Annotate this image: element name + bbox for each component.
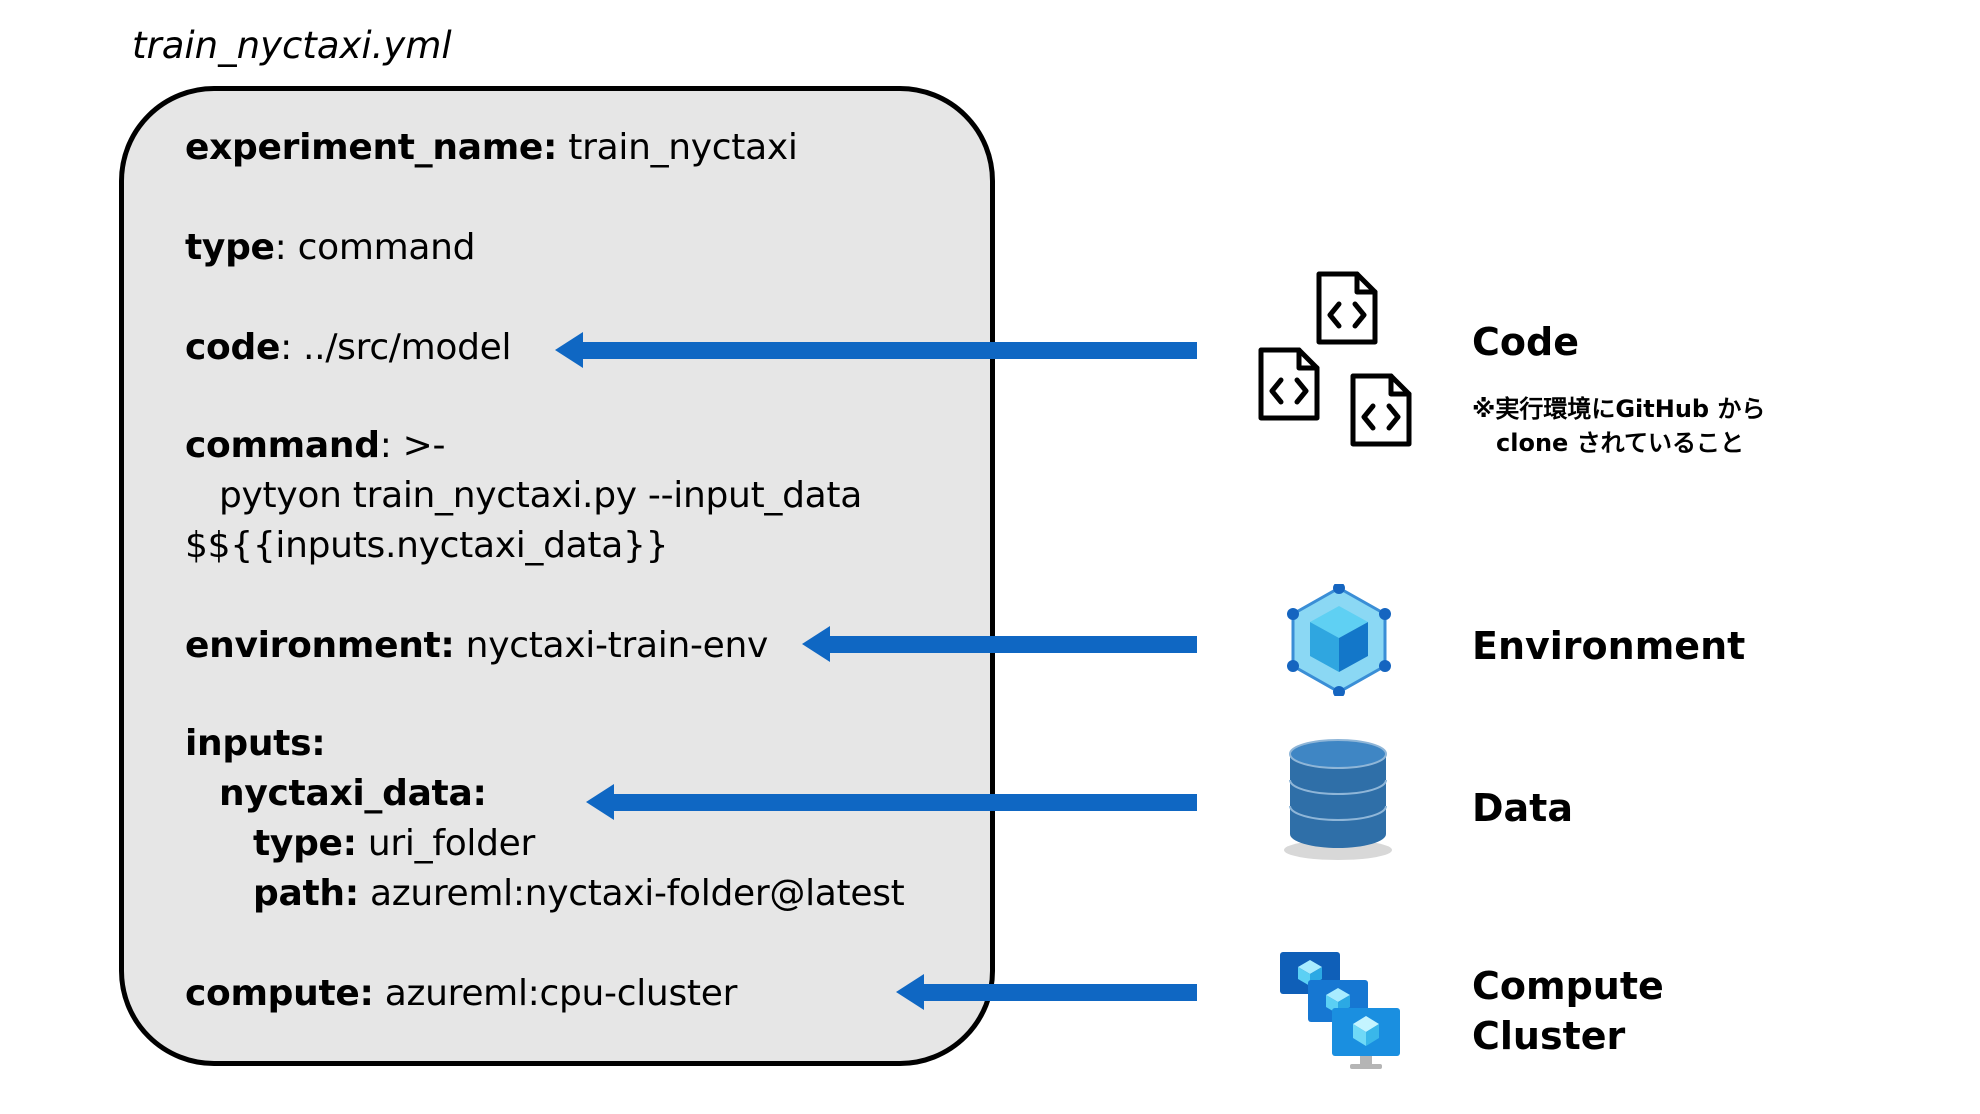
yaml-key: inputs: [185,723,326,764]
code-note-line2: clone されていること [1496,429,1744,457]
yaml-line-input-path: path: azureml:nyctaxi-folder@latest [253,872,905,916]
yaml-value: uri_folder [356,823,536,864]
data-arrow [586,784,1197,820]
file-name-title: train_nyctaxi.yml [132,24,452,67]
yaml-value: : ../src/model [280,327,512,368]
compute-label-line2: Cluster [1472,1014,1626,1058]
yaml-key: nyctaxi_data: [219,773,487,814]
environment-label: Environment [1472,624,1746,668]
yaml-config-box [119,86,995,1066]
yaml-value: : >- [379,425,446,466]
code-arrow [555,332,1197,368]
yaml-value: nyctaxi-train-env [454,625,769,666]
yaml-line-compute: compute: azureml:cpu-cluster [185,972,737,1016]
yaml-key: command [185,425,380,466]
yaml-value: azureml:nyctaxi-folder@latest [358,873,905,914]
yaml-line-inputs: inputs: [185,722,326,766]
compute-arrow [896,974,1197,1010]
yaml-line-code: code: ../src/model [185,326,512,370]
yaml-key: type [185,227,275,268]
yaml-key: code [185,327,281,368]
yaml-key: experiment_name: [185,127,558,168]
yaml-key: environment: [185,625,455,666]
yaml-key: type: [253,823,357,864]
compute-cluster-icon [1280,952,1400,1069]
yaml-line-type: type: command [185,226,476,270]
yaml-key: compute: [185,973,374,1014]
yaml-line-command-body: pytyon train_nyctaxi.py --input_data [219,475,862,516]
yaml-line-command-arg: $${{inputs.nyctaxi_data}} [185,525,669,566]
yaml-value: : command [274,227,476,268]
yaml-line-environment: environment: nyctaxi-train-env [185,624,768,668]
code-label: Code [1472,320,1579,364]
environment-arrow [802,626,1197,662]
code-note-line1: ※実行環境にGitHub から [1472,395,1766,423]
environment-cube-icon [1287,584,1391,696]
yaml-value: train_nyctaxi [557,127,798,168]
yaml-line-experiment-name: experiment_name: train_nyctaxi [185,126,798,170]
yaml-key: path: [253,873,359,914]
database-icon [1284,739,1392,860]
yaml-line-command: command: >- [185,424,446,468]
yaml-value: azureml:cpu-cluster [373,973,738,1014]
data-label: Data [1472,786,1573,830]
yaml-line-nyctaxi-data: nyctaxi_data: [219,772,487,816]
yaml-line-input-type: type: uri_folder [253,822,535,866]
code-files-icon [1258,271,1412,447]
compute-label-line1: Compute [1472,964,1664,1008]
